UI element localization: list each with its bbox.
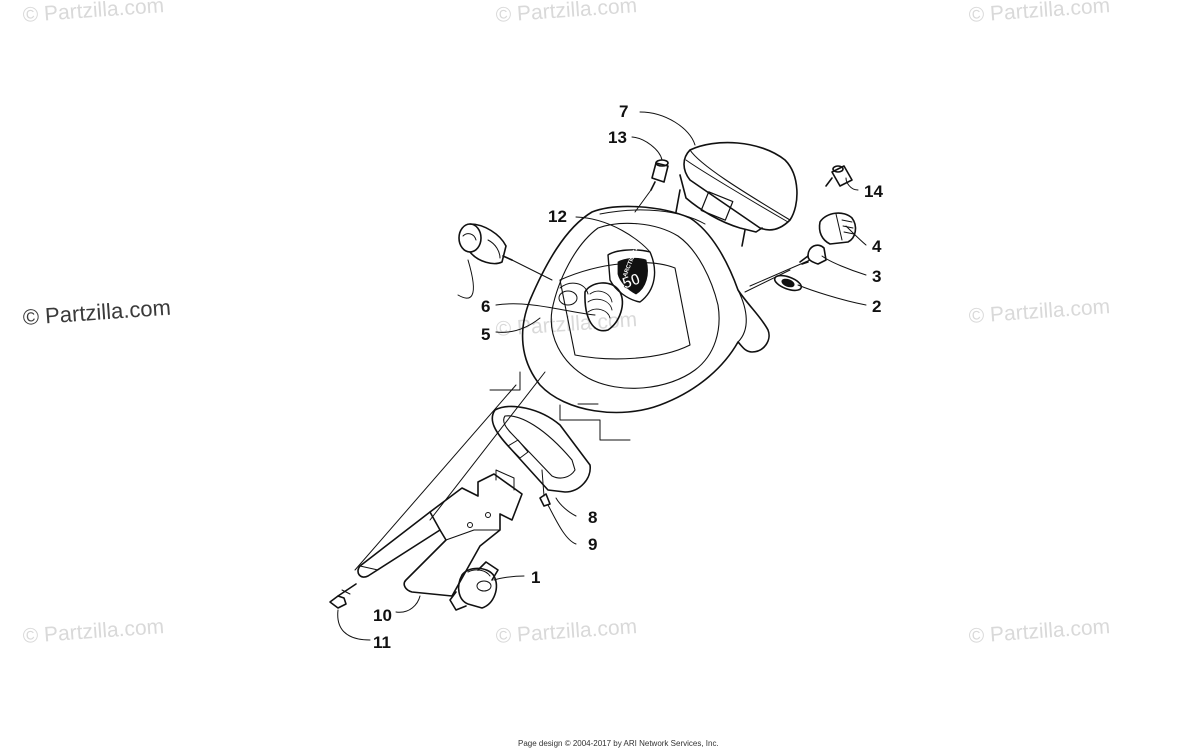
- callout-9: 9: [588, 535, 597, 554]
- callout-7: 7: [619, 102, 628, 121]
- callout-12: 12: [548, 207, 567, 226]
- callout-labels: 1 2 3 4 5 6 7 8 9 10 11 12 13 14: [373, 102, 883, 652]
- speedometer-gauge: [675, 141, 798, 247]
- callout-5: 5: [481, 325, 490, 344]
- assembly-lines: [354, 259, 811, 571]
- decal-number: 50: [620, 271, 643, 293]
- gauge-bulb: [634, 159, 669, 213]
- bracket-screw: [329, 583, 357, 609]
- callout-8: 8: [588, 508, 597, 527]
- callout-2: 2: [872, 297, 881, 316]
- indicator-bulb: [825, 165, 853, 187]
- reflector-light: [558, 282, 624, 332]
- mounting-bracket: [357, 469, 523, 597]
- callout-6: 6: [481, 297, 490, 316]
- footer-copyright: Page design © 2004-2017 by ARI Network S…: [518, 739, 719, 748]
- switch-nut: [773, 274, 803, 292]
- power-socket: [458, 223, 553, 281]
- callout-1: 1: [531, 568, 540, 587]
- leader-lines: [337, 111, 867, 641]
- callout-3: 3: [872, 267, 881, 286]
- bezel-trim: [491, 405, 591, 497]
- callout-10: 10: [373, 606, 392, 625]
- toggle-switch: [449, 561, 499, 611]
- ignition-key: [799, 244, 827, 265]
- callout-13: 13: [608, 128, 627, 147]
- callout-11: 11: [373, 633, 391, 652]
- ignition-switch: [818, 212, 857, 245]
- callout-4: 4: [872, 237, 882, 256]
- callout-14: 14: [864, 182, 883, 201]
- instrument-pod-housing: [489, 205, 770, 421]
- trim-screw: [539, 493, 551, 507]
